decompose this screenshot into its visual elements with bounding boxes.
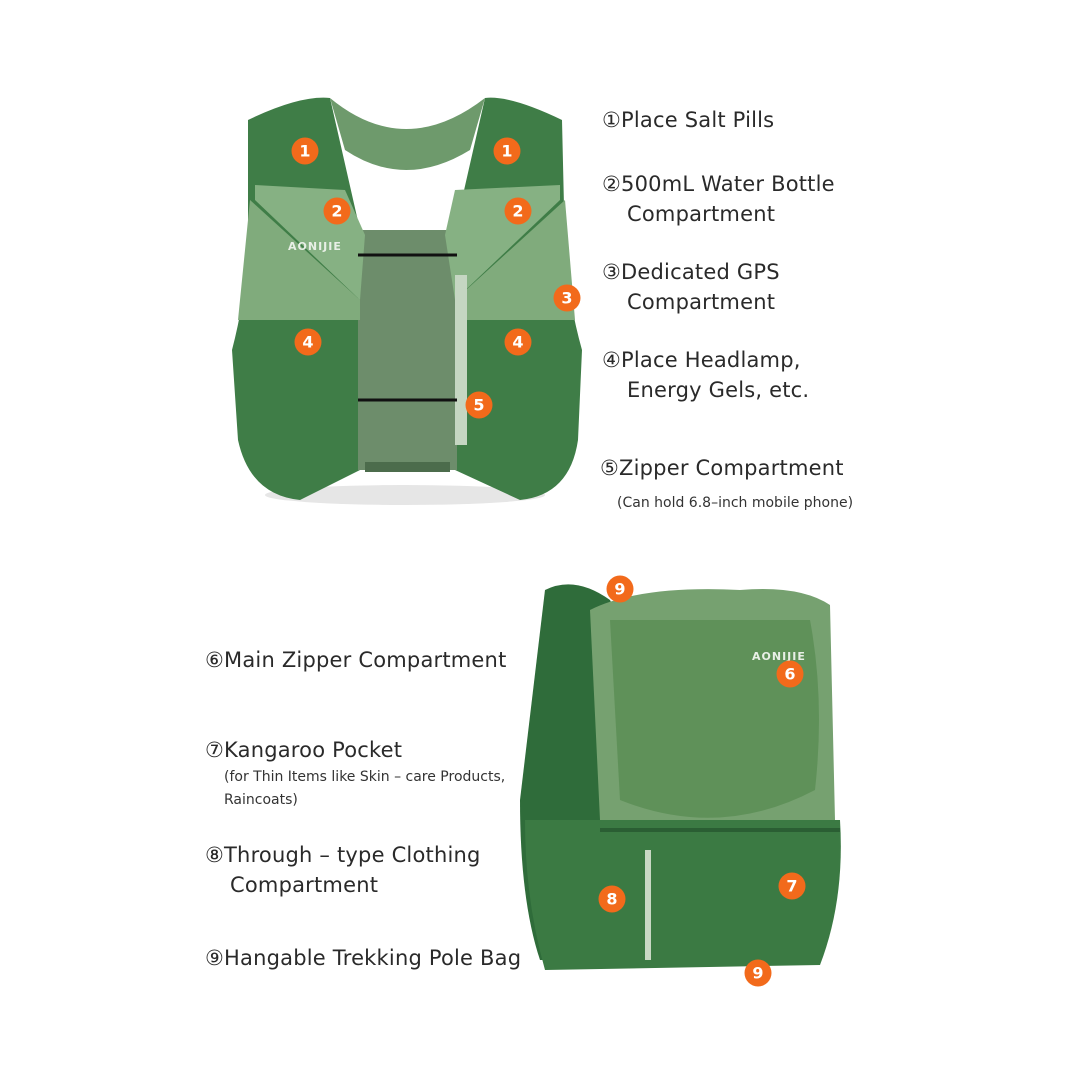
brand-logo-back: AONIJIE <box>752 650 806 663</box>
brand-logo-front: AONIJIE <box>288 240 342 253</box>
marker-3: 3 <box>553 284 581 312</box>
marker-2-right: 2 <box>504 197 532 225</box>
marker-2-left: 2 <box>323 197 351 225</box>
marker-8: 8 <box>598 885 626 913</box>
feature-1: ①Place Salt Pills <box>602 108 775 132</box>
back-vest-image <box>520 584 841 970</box>
marker-6: 6 <box>776 660 804 688</box>
feature-6: ⑥Main Zipper Compartment <box>205 648 507 672</box>
marker-5: 5 <box>465 391 493 419</box>
feature-7: ⑦Kangaroo Pocket <box>205 738 403 762</box>
feature-5: ⑤Zipper Compartment <box>600 456 844 480</box>
marker-9-bottom: 9 <box>744 959 772 987</box>
feature-9: ⑨Hangable Trekking Pole Bag <box>205 946 522 970</box>
marker-7: 7 <box>778 872 806 900</box>
feature-4: ④Place Headlamp,Energy Gels, etc. <box>602 348 810 402</box>
marker-4-right: 4 <box>504 328 532 356</box>
front-vest-image <box>232 97 582 505</box>
marker-1-left: 1 <box>291 137 319 165</box>
marker-4-left: 4 <box>294 328 322 356</box>
marker-1-right: 1 <box>493 137 521 165</box>
feature-7-note: (for Thin Items like Skin – care Product… <box>224 769 506 808</box>
marker-9-top: 9 <box>606 575 634 603</box>
feature-5-note: (Can hold 6.8–inch mobile phone) <box>617 495 854 511</box>
